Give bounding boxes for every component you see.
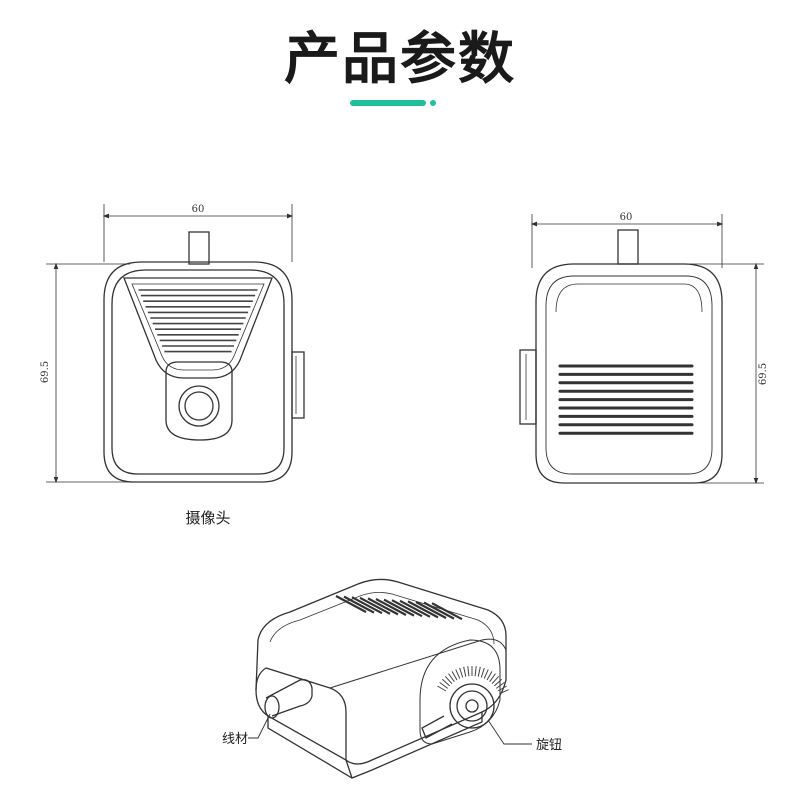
iso-view [255, 578, 507, 779]
front-width-label: 60 [192, 204, 205, 215]
back-view [519, 214, 764, 485]
title-underline [350, 100, 426, 106]
dial-tick [437, 685, 447, 692]
cable-label: 线材 [222, 732, 248, 747]
dial-tick [493, 678, 503, 687]
dial-tick [497, 685, 507, 692]
dial-tick [499, 689, 509, 695]
iso-dial-ticks [437, 666, 509, 695]
iso-grille-slat [343, 595, 375, 614]
dial-tick [480, 667, 485, 678]
back-height-label: 69.5 [758, 363, 769, 385]
iso-top-grille [335, 595, 463, 621]
dial-tick [495, 682, 505, 689]
front-grille [138, 289, 258, 353]
iso-grille-slat [391, 599, 423, 618]
dial-tick [459, 667, 464, 678]
iso-grille-slat [407, 600, 439, 619]
dial-tick [439, 682, 449, 689]
knob-label: 旋钮 [536, 738, 562, 753]
page-title: 产品参数 [284, 27, 516, 92]
back-vent-grille [558, 364, 694, 435]
front-caption: 摄像头 [185, 509, 230, 527]
dial-tick [474, 666, 477, 677]
dial-tick [467, 666, 470, 677]
iso-grille-slat [423, 601, 455, 620]
dial-tick [451, 671, 458, 681]
iso-grille-slat [335, 595, 367, 613]
iso-grille-slat [367, 597, 399, 616]
iso-grille-slat [383, 598, 415, 617]
dial-tick [491, 675, 500, 685]
front-height-label: 69.5 [40, 361, 51, 383]
dial-tick [441, 678, 451, 687]
back-width-label: 60 [620, 212, 633, 223]
dial-tick [483, 669, 489, 679]
dial-tick [489, 673, 496, 683]
iso-grille-slat [375, 598, 407, 616]
iso-leaders [248, 713, 532, 745]
title-underline-dot [430, 100, 436, 106]
iso-grille-slat [351, 596, 383, 615]
iso-grille-slat [399, 599, 431, 618]
dial-tick [486, 671, 493, 681]
iso-grille-slat [359, 596, 391, 615]
dial-tick [463, 666, 467, 677]
iso-grille-slat [415, 601, 447, 619]
dial-tick [477, 666, 481, 677]
dial-tick [444, 675, 453, 685]
dial-tick [448, 673, 455, 683]
iso-grille-slat [431, 602, 463, 621]
dial-tick [455, 669, 461, 679]
front-view [46, 204, 305, 484]
